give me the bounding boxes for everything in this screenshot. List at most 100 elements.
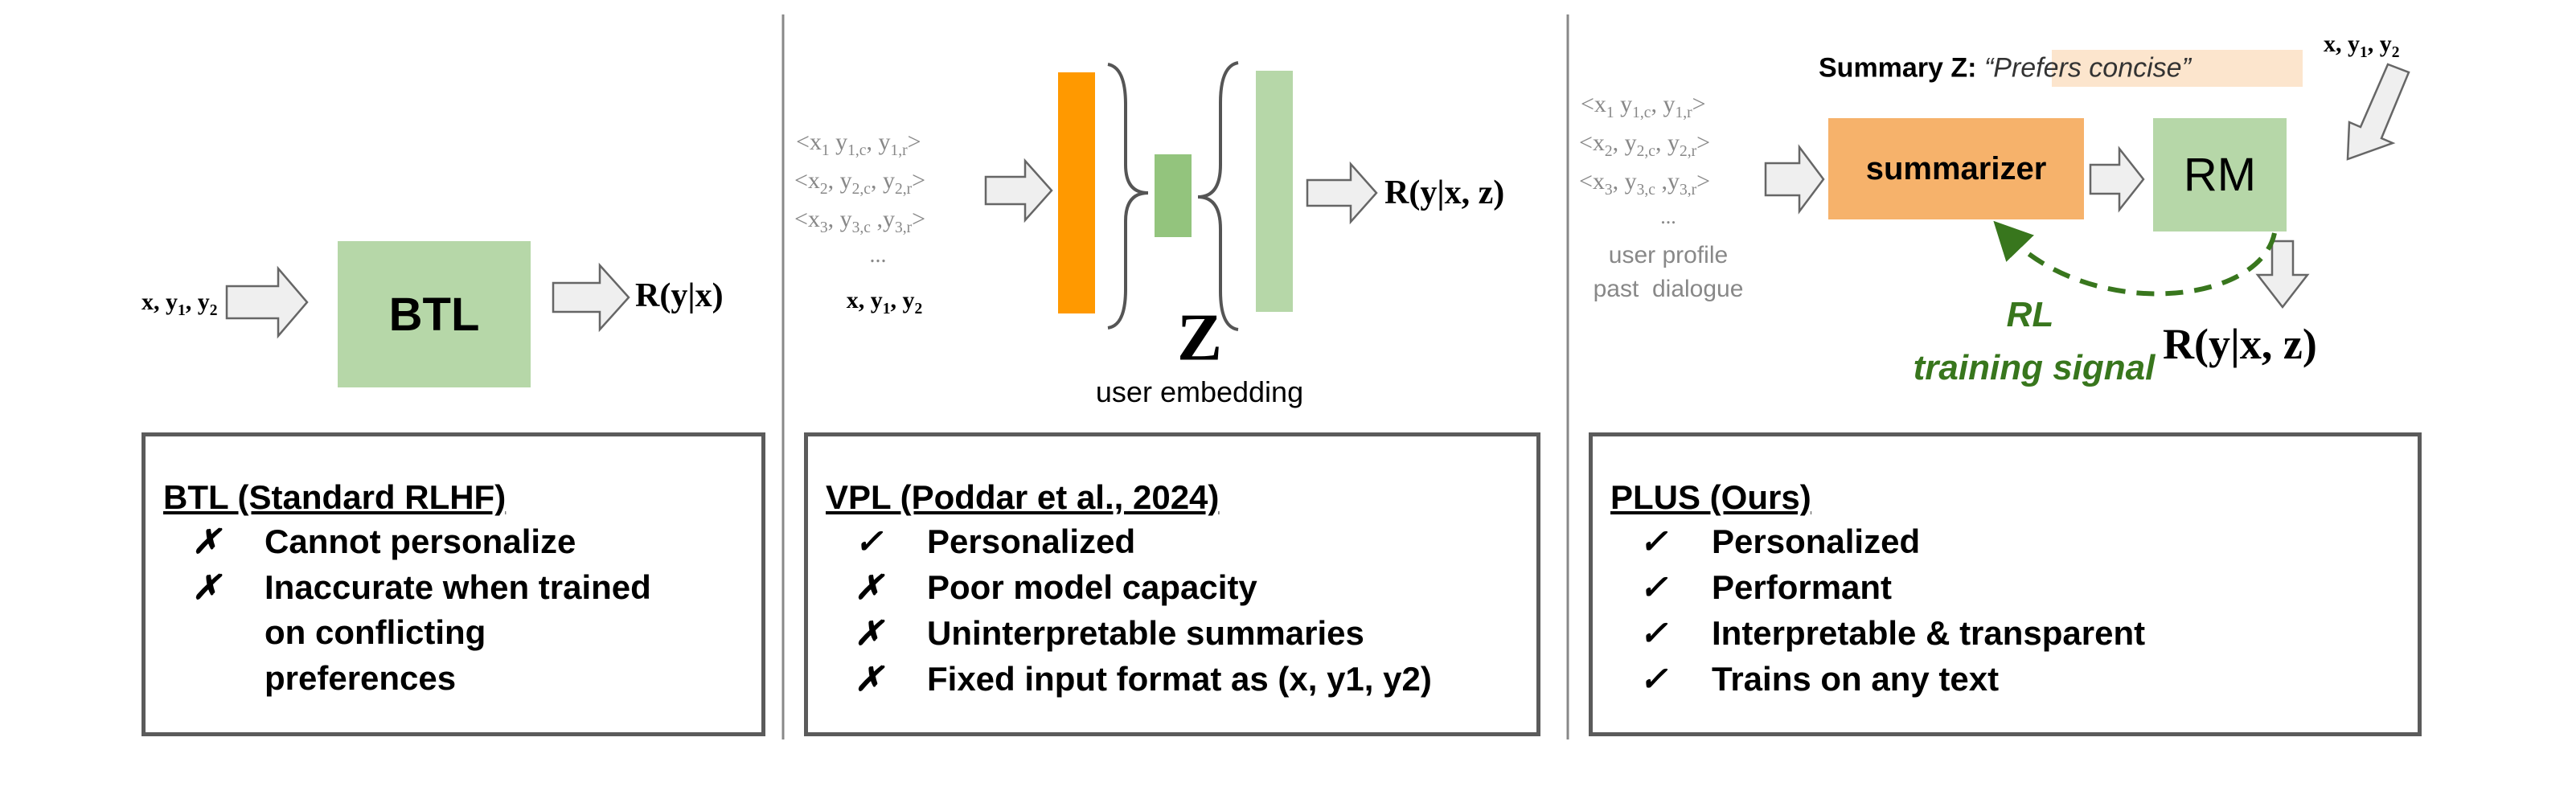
plus-ellipsis: ... <box>1660 205 1676 228</box>
vpl-output-formula: R(y|x, z) <box>1384 174 1505 211</box>
profile-line-2: past dialogue <box>1593 276 1744 302</box>
item-text: Uninterpretable summaries <box>927 614 1364 652</box>
arrow-diagonal-icon <box>2346 63 2410 161</box>
left-brace <box>1197 61 1239 331</box>
formula-subscript: 2,c <box>1636 142 1655 160</box>
formula-subscript: 1 <box>1606 104 1614 121</box>
list-item: ✗ Poor model capacity <box>855 567 1257 607</box>
formula-text: <x <box>1579 129 1605 156</box>
formula-text: , y <box>1655 129 1680 156</box>
formula-text: , y <box>1651 91 1676 117</box>
check-icon: ✓ <box>1639 522 1668 560</box>
check-icon: ✓ <box>1639 614 1668 652</box>
plus-summary-box: PLUS (Ours) ✓ Personalized ✓ Performant ✓I… <box>1589 432 2422 736</box>
formula-text: <x <box>1581 91 1606 117</box>
plus-input-row: <x3, y3,c ,y3,r> <box>1579 168 1710 198</box>
formula-text: > <box>907 129 921 155</box>
formula-text: y <box>829 129 848 155</box>
formula-text: <x <box>794 167 820 194</box>
check-icon: ✓ <box>1639 660 1668 698</box>
formula-subscript: 3 <box>1604 181 1613 199</box>
formula-subscript: 1,r <box>1675 104 1692 121</box>
item-text: Cannot personalize <box>265 522 576 560</box>
formula-text: x, y <box>846 287 883 313</box>
list-item: on conflicting <box>192 613 486 652</box>
formula-subscript: 2 <box>819 180 828 198</box>
formula-subscript: 2,r <box>1679 142 1697 160</box>
list-item: ✓Interpretable & transparent <box>1639 613 2145 653</box>
box-title: VPL (Poddar et al., 2024) <box>826 478 1220 516</box>
vpl-input-row: <x3, y3,c ,y3,r> <box>794 206 925 236</box>
formula-subscript: 3,r <box>1679 181 1697 199</box>
list-item: ✓Trains on any text <box>1639 659 1999 698</box>
summary-label: Summary Z: <box>1819 52 1984 84</box>
vpl-input-row: <x1 y1,c, y1,r> <box>796 129 921 158</box>
formula-text: ,y <box>870 206 895 232</box>
formula-text: > <box>1696 168 1710 195</box>
vpl-ellipsis: ... <box>869 243 887 268</box>
encoder-bar <box>1058 72 1095 313</box>
cross-icon: ✗ <box>855 568 884 606</box>
formula-text: x, y <box>2324 31 2360 57</box>
formula-subscript: 3,c <box>1636 181 1655 199</box>
formula-text: , y <box>1612 129 1637 156</box>
formula-text: <x <box>1579 168 1605 195</box>
formula-subscript: 2 <box>1604 142 1613 160</box>
formula-text: > <box>912 206 925 232</box>
right-brace <box>1107 63 1149 330</box>
formula-text: > <box>912 167 925 194</box>
formula-text: , y <box>185 289 210 315</box>
formula-text: , y <box>1612 168 1637 195</box>
btl-output-formula: R(y|x) <box>635 277 724 314</box>
list-item: ✗Inaccurate when trained <box>192 567 651 607</box>
summarizer-block <box>1828 118 2084 219</box>
cross-icon: ✗ <box>192 568 221 606</box>
formula-subscript: 2 <box>2391 43 2400 61</box>
arrow-right-icon <box>1764 144 1825 215</box>
item-text: Personalized <box>1712 522 1921 560</box>
formula-subscript: 3,r <box>894 219 913 236</box>
formula-text: y <box>1614 91 1633 117</box>
rl-label: RL <box>2006 295 2054 334</box>
formula-subscript: 1 <box>2360 43 2368 61</box>
arrow-right-icon <box>2089 145 2145 213</box>
formula-text: , y <box>890 287 915 313</box>
profile-line-1: user profile <box>1608 242 1729 268</box>
decoder-bar <box>1256 71 1293 312</box>
formula-text: <x <box>796 129 822 155</box>
check-icon: ✓ <box>1639 568 1668 606</box>
item-text: Fixed input format as (x, y1, y2) <box>927 660 1432 698</box>
formula-subscript: 2 <box>914 300 923 317</box>
btl-summary-box: BTL (Standard RLHF) ✗Cannot personalize … <box>142 432 765 736</box>
summarizer-label: summarizer <box>1865 150 2047 186</box>
formula-subscript: 3 <box>819 219 828 236</box>
formula-text: , y <box>866 129 891 155</box>
z-caption: user embedding <box>1095 375 1304 408</box>
formula-text: x, y <box>142 289 178 315</box>
embedding-bar <box>1155 154 1192 237</box>
summary-value: “Prefers concise” <box>1983 52 2191 84</box>
btl-input-formula: x, y1, y2 <box>142 289 218 318</box>
rl-feedback-arrow <box>1993 220 2277 297</box>
arrow-right-icon <box>984 158 1053 223</box>
list-item: preferences <box>192 659 456 698</box>
formula-text: , y <box>870 167 895 194</box>
cross-icon: ✗ <box>855 660 884 698</box>
item-text: Poor model capacity <box>927 568 1257 606</box>
summary-highlight <box>2052 50 2303 87</box>
formula-text: <x <box>794 206 820 232</box>
rm-label: RM <box>2183 149 2257 201</box>
list-item: ✗Cannot personalize <box>192 522 576 561</box>
plus-input-row: <x2, y2,c, y2,r> <box>1579 129 1710 160</box>
plus-input-row: <x1 y1,c, y1,r> <box>1581 91 1706 121</box>
arrow-right-icon <box>225 265 309 339</box>
formula-text: ,y <box>1655 168 1680 195</box>
rm-block <box>2153 118 2287 231</box>
vpl-summary-box: VPL (Poddar et al., 2024) ✓Personalized … <box>804 432 1540 736</box>
item-text: Performant <box>1712 568 1893 606</box>
box-title: PLUS (Ours) <box>1610 478 1811 516</box>
formula-text: , y <box>827 206 852 232</box>
formula-text: > <box>1696 129 1710 156</box>
formula-text: , y <box>2367 31 2392 57</box>
